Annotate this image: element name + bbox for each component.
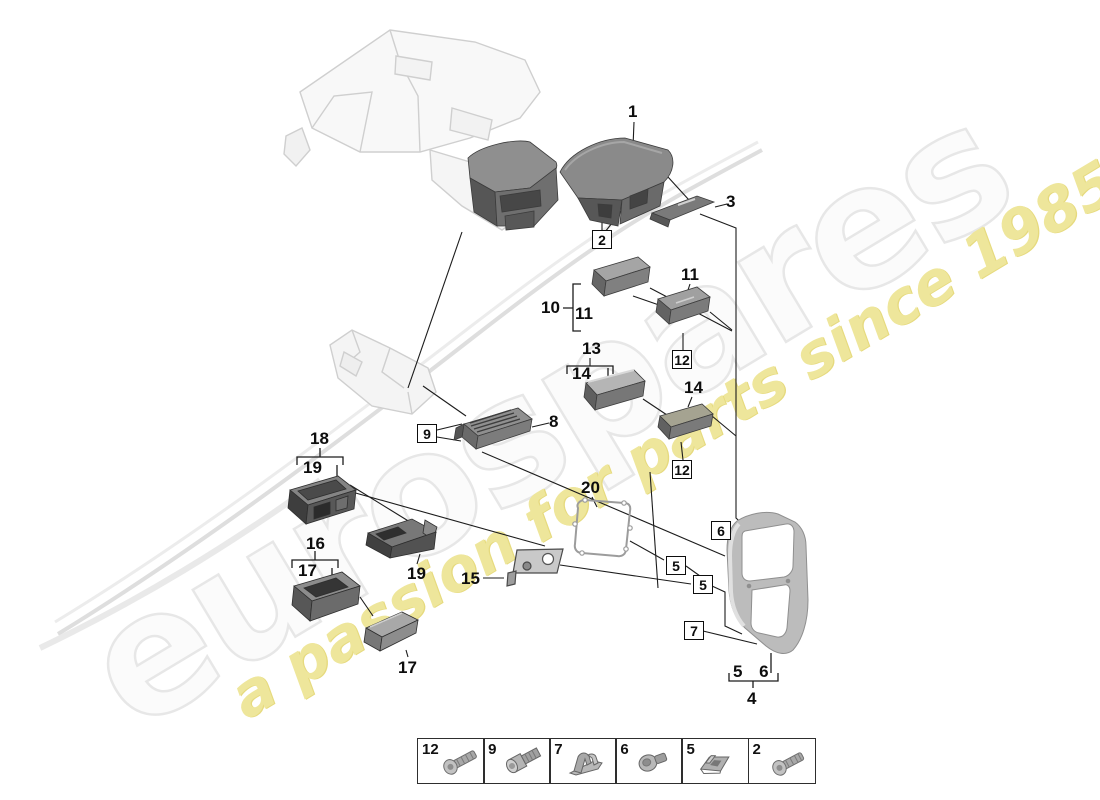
part-label-17b[interactable]: 17: [398, 658, 417, 677]
part-1-lid-drawing: [559, 137, 674, 227]
part-20-gasket-frame-drawing: [572, 497, 633, 558]
cap-head-screw-icon: [506, 747, 542, 774]
part-label-19a[interactable]: 19: [303, 458, 322, 477]
part-11-clip-strip-drawing: [655, 286, 711, 325]
part-15-plate-drawing: [506, 548, 564, 587]
part-label-4[interactable]: 4: [747, 689, 757, 708]
legend-number: 6: [620, 741, 629, 758]
part-label-10[interactable]: 10: [541, 298, 560, 317]
part-label-17a[interactable]: 17: [298, 561, 317, 580]
spring-clip-icon: [568, 752, 604, 776]
part-label-16[interactable]: 16: [306, 534, 325, 553]
legend-number: 12: [422, 741, 439, 758]
part-17-cover-drawing: [363, 611, 419, 652]
part-label-13[interactable]: 13: [582, 339, 601, 358]
part-label-8[interactable]: 8: [549, 412, 559, 431]
fastener-label-2[interactable]: 2: [592, 230, 612, 249]
legend-cell-2[interactable]: 2: [747, 738, 816, 784]
legend-cell-12[interactable]: 12: [417, 738, 485, 784]
part-label-1[interactable]: 1: [628, 102, 638, 121]
part-label-18[interactable]: 18: [310, 429, 329, 448]
pan-head-screw-icon: [771, 752, 804, 776]
pan-head-screw-icon: [443, 750, 477, 775]
fastener-legend: 12 9: [417, 738, 816, 784]
fastener-label-5a[interactable]: 5: [666, 556, 686, 575]
part-label-3[interactable]: 3: [726, 192, 736, 211]
cage-nut-icon: [700, 755, 731, 775]
part-8-vent-drawing: [453, 407, 533, 450]
armrest-on-console-drawing: [467, 140, 559, 231]
part-label-14a[interactable]: 14: [572, 364, 591, 383]
part-label-14b[interactable]: 14: [684, 378, 703, 397]
part-19-module-drawing: [365, 518, 438, 559]
part-label-11a[interactable]: 11: [575, 304, 593, 323]
part-label-5-6[interactable]: 5 6: [733, 662, 775, 681]
fastener-label-5b[interactable]: 5: [693, 575, 713, 594]
fastener-label-9[interactable]: 9: [417, 424, 437, 443]
part-label-19b[interactable]: 19: [407, 564, 426, 583]
part-18-19-module-drawing: [287, 475, 357, 525]
part-label-11b[interactable]: 11: [681, 265, 699, 284]
legend-number: 9: [488, 741, 497, 758]
legend-cell-6[interactable]: 6: [615, 738, 684, 784]
part-13-14-trim-strip-drawing: [583, 369, 646, 411]
part-10-11-trim-strip-drawing: [591, 256, 651, 297]
legend-number: 5: [686, 741, 695, 758]
part-label-20[interactable]: 20: [581, 478, 600, 497]
part-label-15[interactable]: 15: [461, 569, 480, 588]
part-16-17-tray-drawing: [291, 571, 361, 622]
fastener-label-7[interactable]: 7: [684, 621, 704, 640]
legend-number: 7: [554, 741, 563, 758]
legend-cell-7[interactable]: 7: [549, 738, 618, 784]
countersunk-screw-icon: [638, 752, 668, 772]
part-3-bracket-drawing: [649, 195, 716, 228]
part-14-strip-drawing: [657, 403, 714, 440]
fastener-label-6[interactable]: 6: [711, 521, 731, 540]
legend-cell-5[interactable]: 5: [681, 738, 750, 784]
fastener-label-12b[interactable]: 12: [672, 460, 692, 479]
legend-number: 2: [752, 741, 761, 758]
part-4-console-frame-drawing: [726, 511, 809, 654]
console-carrier-sketch: [329, 329, 437, 415]
fastener-label-12a[interactable]: 12: [672, 350, 692, 369]
legend-cell-9[interactable]: 9: [483, 738, 552, 784]
